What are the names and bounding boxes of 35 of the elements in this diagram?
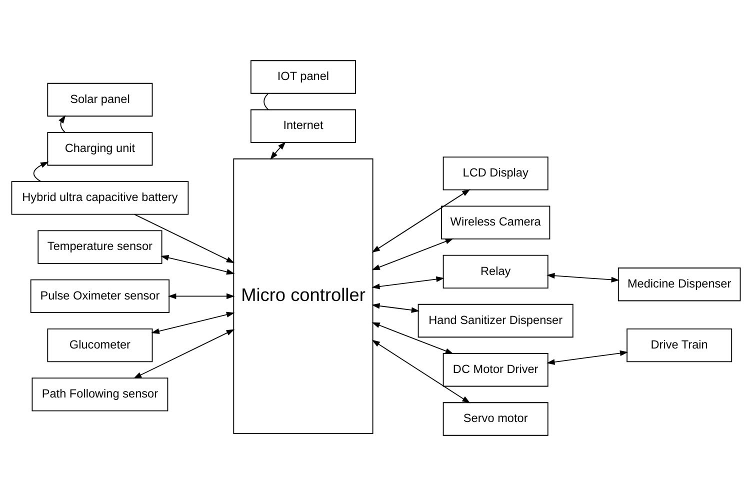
- arrow: [133, 329, 235, 379]
- arrow: [372, 322, 454, 354]
- arrow: [372, 238, 454, 270]
- arrow: [372, 340, 470, 404]
- node-box: Temperature sensor: [38, 230, 162, 264]
- arrow: [372, 189, 470, 253]
- node-box: Hand Sanitizer Dispenser: [418, 304, 574, 338]
- arrow: [160, 254, 235, 275]
- node-box: Wireless Camera: [441, 206, 550, 240]
- arrow: [546, 350, 628, 365]
- connector: [264, 93, 269, 110]
- arrow: [372, 276, 444, 290]
- arrow: [168, 293, 235, 300]
- arrow: [33, 162, 49, 182]
- arrow: [151, 312, 235, 334]
- node-box: LCD Display: [442, 156, 548, 190]
- arrow: [270, 142, 286, 160]
- node-box: Servo motor: [442, 402, 548, 436]
- node-box: Medicine Dispenser: [618, 268, 741, 302]
- arrow: [134, 214, 235, 264]
- node-box: Charging unit: [47, 132, 153, 166]
- node-box: Pulse Oximeter sensor: [30, 279, 170, 314]
- node-box: Internet: [250, 109, 356, 143]
- node-box: DC Motor Driver: [442, 353, 548, 387]
- arrow: [546, 272, 620, 283]
- node-box: Drive Train: [626, 328, 732, 362]
- node-box: IOT panel: [250, 60, 356, 94]
- arrow: [58, 115, 66, 133]
- node-box: Path Following sensor: [32, 378, 168, 412]
- arrow: [372, 303, 420, 313]
- node-box: Hybrid ultra capacitive battery: [11, 181, 189, 215]
- node-box: Solar panel: [47, 82, 153, 117]
- node-box: Relay: [442, 254, 548, 288]
- node-box: Micro controller: [233, 158, 374, 434]
- node-box: Glucometer: [47, 328, 153, 362]
